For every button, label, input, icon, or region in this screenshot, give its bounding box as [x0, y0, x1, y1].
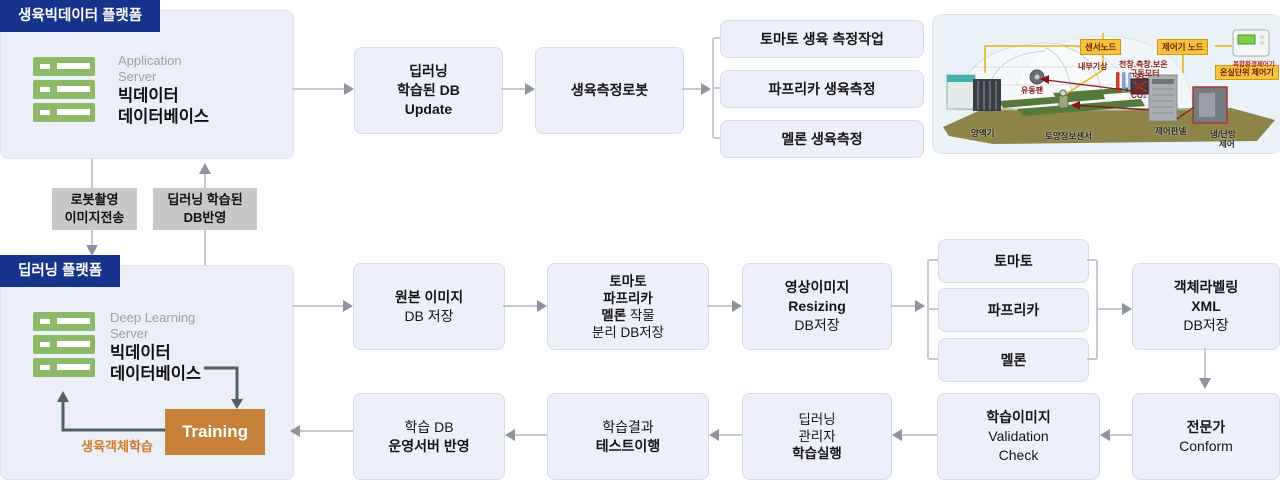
training-box: Training [165, 409, 265, 455]
label-inner-weather: 내부기상 [1078, 62, 1108, 71]
node-test-run: 학습결과 테스트이행 [547, 393, 709, 480]
dl-server-name: 빅데이터 데이터베이스 [110, 344, 202, 383]
greenhouse-image: 센서노드 제어기 노드 온실단위 제어기 내부기상 천창.측창.보온 구동모터 … [932, 14, 1280, 154]
node-expert-conform: 전문가 Conform [1132, 393, 1280, 480]
greenhouse-drawing [943, 29, 1275, 144]
label-fan: 유동팬 [1021, 86, 1044, 95]
label-humidity: 습도 [1134, 83, 1149, 92]
label-motor-line1: 천창.측창.보온 [1119, 60, 1168, 69]
node-resizing-db: 영상이미지 Resizing DB저장 [742, 263, 892, 350]
node-db-update: 딥러닝 학습된 DB Update [354, 47, 503, 134]
label-co2: CO₂ [1131, 91, 1147, 100]
node-validation-check: 학습이미지 Validation Check [937, 393, 1100, 480]
node-admin-train-run: 딥러닝 관리자 학습실행 [742, 393, 892, 480]
label-soil-sensor: 토양정보센서 [1045, 131, 1092, 141]
label-sensor-node: 센서노드 [1080, 39, 1122, 55]
label-hvac-line2: 제어 [1219, 139, 1235, 149]
node-task-melon: 멜론 생육측정 [720, 120, 924, 158]
label-control-panel: 제어판넬 [1155, 126, 1187, 136]
server-icon [33, 57, 95, 122]
node-crop-separate-db: 토마토 파프리카 멜론 작물 분리 DB저장 [547, 263, 709, 350]
label-hvac-line1: 냉/난방 [1210, 129, 1236, 139]
node-crop-melon: 멜론 [938, 338, 1089, 382]
node-task-tomato: 토마토 생육 측정작업 [720, 20, 924, 58]
dl-platform-header: 딥러닝 플랫폼 [0, 255, 121, 287]
label-env-controller: 복합환경제어기 [1233, 61, 1275, 68]
node-crop-tomato: 토마토 [938, 239, 1089, 283]
app-server-name: 빅데이터 데이터베이스 [118, 87, 210, 126]
server-icon [33, 312, 95, 377]
training-note: 생육객체학습 [81, 439, 153, 454]
label-nutrient: 양액기 [971, 128, 995, 138]
app-server-type: Application Server [118, 53, 182, 84]
bigdata-platform-header: 생육빅데이터 플랫폼 [0, 0, 161, 32]
label-motor-line2: 구동모터 [1130, 69, 1160, 78]
node-crop-paprika: 파프리카 [938, 288, 1089, 332]
node-label-xml-db: 객체라벨링 XML DB저장 [1132, 263, 1280, 350]
label-controller-node: 제어기 노드 [1157, 39, 1209, 55]
node-train-db-deploy: 학습 DB 운영서버 반영 [353, 393, 505, 480]
node-task-paprika: 파프리카 생육측정 [720, 70, 924, 108]
tag-db-reflect: 딥러닝 학습된 DB반영 [153, 188, 257, 230]
label-temp: 온도 [1134, 74, 1149, 83]
node-original-image: 원본 이미지 DB 저장 [353, 263, 505, 350]
node-growth-robot: 생육측정로봇 [535, 47, 684, 134]
label-unit-controller: 온실단위 제어기 [1215, 65, 1279, 80]
tag-robot-image-send: 로봇촬영 이미지전송 [52, 188, 137, 230]
dl-server-type: Deep Learning Server [110, 310, 196, 341]
